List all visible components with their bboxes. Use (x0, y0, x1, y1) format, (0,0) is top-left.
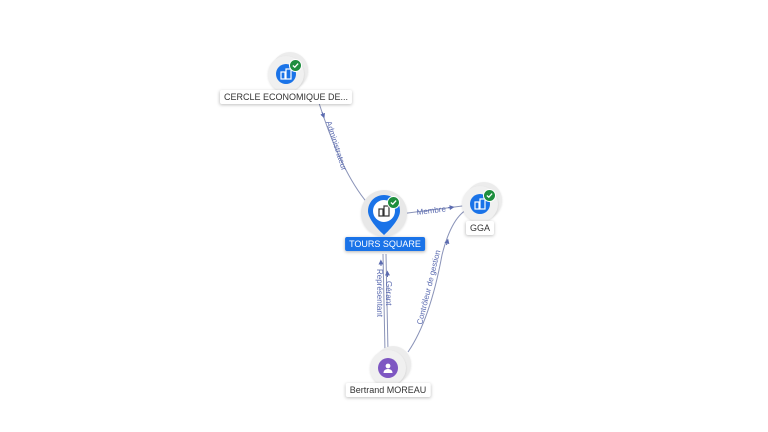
edge-label-gerant: Gérant (384, 281, 393, 306)
person-icon-circle (378, 358, 398, 378)
node-label-gga[interactable]: GGA (465, 221, 495, 235)
node-label-cercle[interactable]: CERCLE ECONOMIQUE DE... (219, 90, 353, 104)
person-icon (383, 363, 393, 373)
edge-arrow (444, 238, 450, 246)
building-icon (378, 205, 390, 217)
edge-tours-gga[interactable] (399, 204, 471, 215)
verified-check-icon (387, 196, 400, 209)
edge-arrow (447, 205, 455, 211)
edge-label-representant: Représentant (375, 269, 384, 318)
node-label-tours[interactable]: TOURS SQUARE (345, 237, 425, 251)
verified-check-icon (289, 59, 302, 72)
edge-label-controleur: Contrôleur de gestion (415, 249, 442, 325)
verified-check-icon (483, 189, 496, 202)
node-label-bertrand[interactable]: Bertrand MOREAU (345, 383, 431, 397)
edge-label-administrateur: Administrateur (324, 120, 349, 172)
building-icon (474, 198, 486, 210)
building-icon (280, 68, 292, 80)
edge-label-membre: Membre (416, 204, 447, 217)
edge-bertrand-tours-gerant[interactable] (385, 253, 389, 353)
edge-arrow (320, 111, 325, 119)
edge-bertrand-tours-representant[interactable] (382, 253, 386, 353)
edge-bertrand-gga[interactable] (407, 207, 471, 353)
